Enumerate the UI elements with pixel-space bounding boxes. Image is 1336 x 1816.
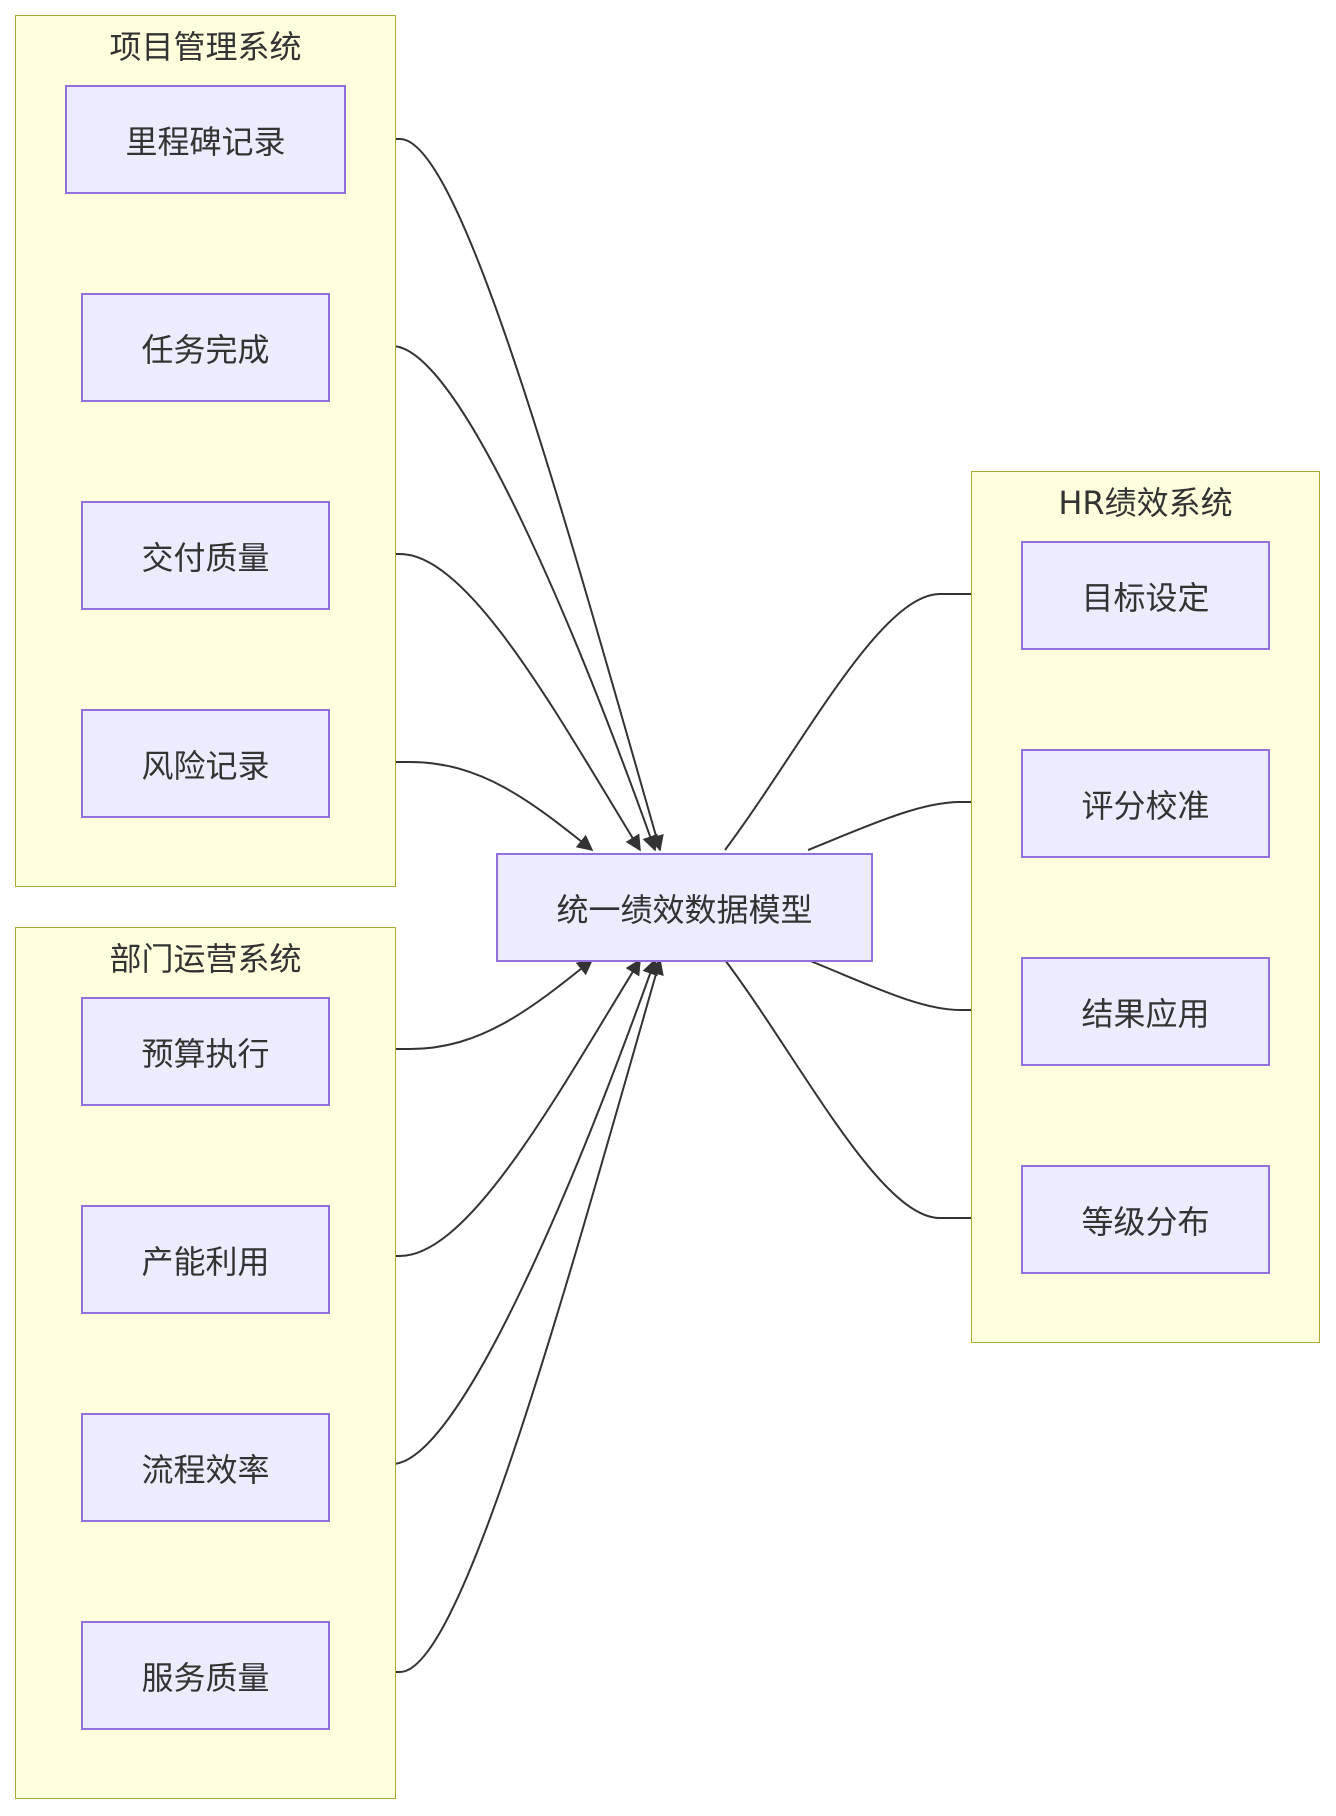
edge-process-eff-to-model bbox=[330, 958, 658, 1465]
edge-delivery-quality-to-model bbox=[330, 553, 641, 852]
node-service-quality: 服务质量 bbox=[81, 1621, 330, 1730]
node-budget-execution: 预算执行 bbox=[81, 997, 330, 1106]
cluster-title: 部门运营系统 bbox=[109, 940, 302, 978]
node-delivery-quality: 交付质量 bbox=[81, 501, 330, 610]
node-result-application: 结果应用 bbox=[1021, 957, 1270, 1066]
edge-model-to-score-calib bbox=[807, 794, 1021, 851]
edge-service-quality-to-model bbox=[330, 958, 664, 1673]
cluster-title: HR绩效系统 bbox=[1058, 484, 1233, 522]
node-goal-setting: 目标设定 bbox=[1021, 541, 1270, 650]
node-milestone-record: 里程碑记录 bbox=[65, 85, 346, 194]
edge-capacity-use-to-model bbox=[330, 958, 641, 1257]
edge-model-to-result-apply bbox=[807, 959, 1021, 1018]
node-score-calibration: 评分校准 bbox=[1021, 749, 1270, 858]
edge-milestone-to-model bbox=[346, 138, 664, 852]
node-task-completion: 任务完成 bbox=[81, 293, 330, 402]
node-grade-distribution: 等级分布 bbox=[1021, 1165, 1270, 1274]
cluster-title: 项目管理系统 bbox=[109, 28, 302, 66]
node-risk-record: 风险记录 bbox=[81, 709, 330, 818]
edge-task-done-to-model bbox=[330, 345, 658, 852]
edge-model-to-grade-dist bbox=[724, 959, 1021, 1226]
edge-budget-exec-to-model bbox=[330, 958, 594, 1050]
node-unified-performance-model: 统一绩效数据模型 bbox=[496, 853, 873, 962]
edge-risk-record-to-model bbox=[330, 761, 594, 852]
node-process-efficiency: 流程效率 bbox=[81, 1413, 330, 1522]
edge-model-to-goal-setting bbox=[724, 586, 1021, 851]
node-capacity-utilization: 产能利用 bbox=[81, 1205, 330, 1314]
